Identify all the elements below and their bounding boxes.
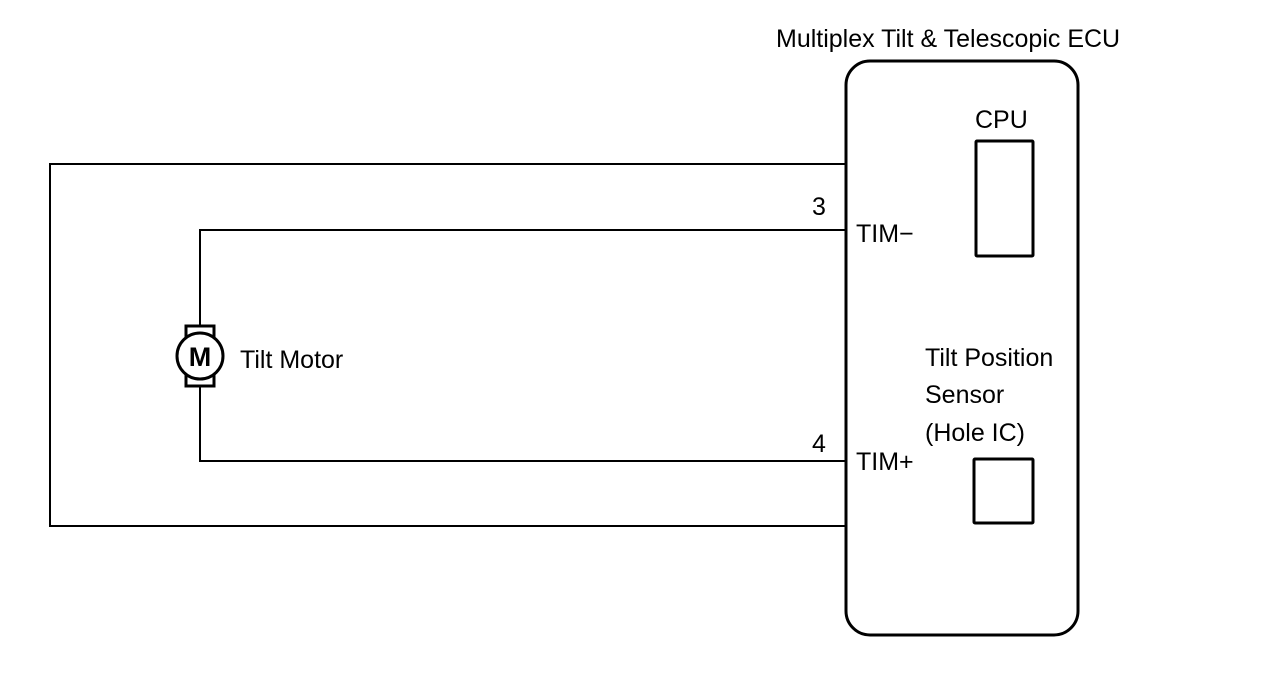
motor-label: Tilt Motor [240,346,343,374]
terminal-3-name: TIM− [856,220,914,248]
motor-symbol: M [189,342,212,372]
tim-plus-wire [199,386,848,462]
terminal-4-name: TIM+ [856,448,914,476]
sensor-label-line-2: Sensor [925,381,1004,409]
motor-circle [175,331,225,381]
sensor-label-line-1: Tilt Position [925,344,1053,372]
outer-loop-wire [49,163,848,527]
cpu-label: CPU [975,106,1028,134]
terminal-4-pin: 4 [812,430,826,458]
cpu-box [974,139,1035,258]
sensor-box [972,457,1035,525]
sensor-label-line-3: (Hole IC) [925,419,1025,447]
tim-minus-wire [199,229,848,334]
terminal-3-pin: 3 [812,193,826,221]
motor-icon: M [175,324,225,388]
ecu-title: Multiplex Tilt & Telescopic ECU [776,25,1120,53]
